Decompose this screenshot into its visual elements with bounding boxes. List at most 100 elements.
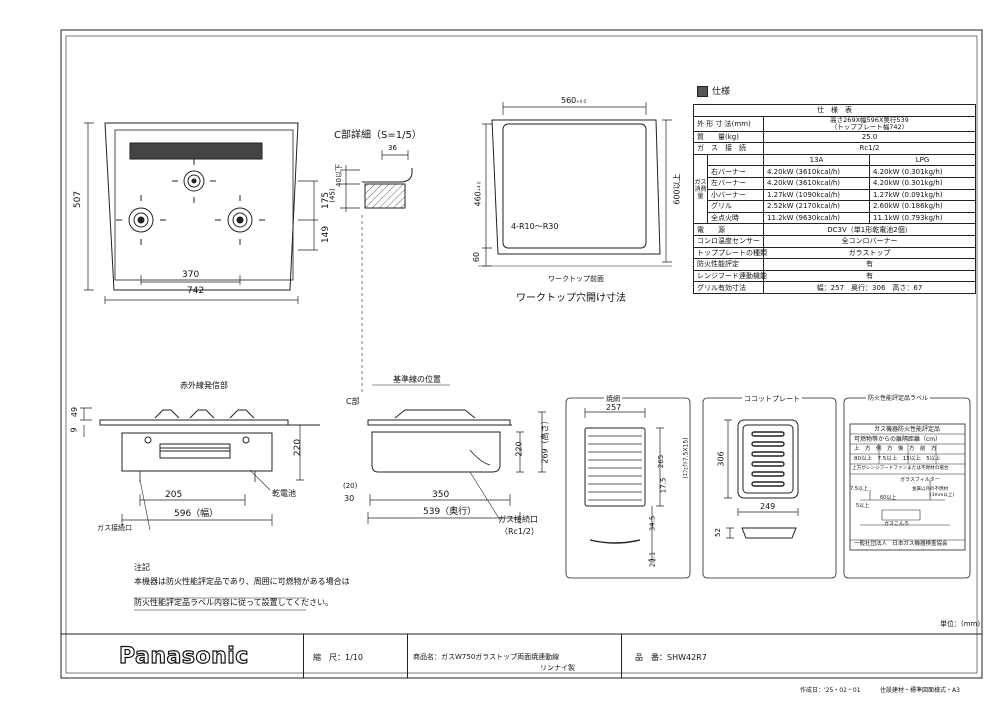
notes-line2: 防火性能評定品ラベル内容に従って設置してください。 [134,598,334,607]
spec-top-value: ガラストップ [763,246,976,260]
spec-table: 仕 様 表 外 形 寸 法(mm) 高さ269X幅596X奥行539（トッププレ… [693,104,976,294]
dim-269: 269（高さ） [540,416,550,464]
spec-top-label: トッププレートの種類 [693,246,767,260]
spec-fire-value: 有 [763,258,976,271]
dim-265: 265 [657,454,666,469]
dim-220-side: 220 [514,441,524,457]
spec-col-lpg: LPG [869,153,976,167]
spec-grill-label: グリル有効寸法 [693,281,764,294]
spec-hood-label: レンジフード連動機能 [693,269,767,283]
label-k4: ガスこんろ [884,521,910,527]
baseline-label: 基準線の位置 [393,375,441,384]
dim-507: 507 [73,190,84,209]
label-k3: 5以上 [856,503,870,509]
spec-fire-label: 防火性能評定 [693,258,764,271]
spec-power-label: 電 源 [693,223,764,236]
dim-149: 149 [321,225,332,244]
spec-size-label: 外 形 寸 法(mm) [693,115,764,132]
title-block-model: 品 番：SHW42R7 [621,634,982,678]
dim-370: 370 [182,270,200,280]
dim-60: 60 [472,251,482,263]
label-l5: 上方がレンジフードファンまたは不燃材の場合 [852,466,949,471]
cooktop-front-view [99,409,320,482]
label-metal2: (3mm以上) [930,493,955,498]
spec-bullet-icon [697,86,708,97]
label-l1: ガス機器防火性能評定品 [874,426,941,433]
spec-consumption-label: ガス消費量 [693,153,708,225]
ir-label: 赤外線発信部 [180,381,228,390]
burner-center [172,159,216,203]
maker-name: リンナイ製 [540,664,575,672]
title-block-product: 商品名：ガスW750ガラストップ両面焼連動線 リンナイ製 [407,634,622,678]
cutout-title: ワークトップ穴開け寸法 [516,293,626,304]
panasonic-logo: Panasonic [118,644,249,669]
label-filter: ガラスフィルター [900,477,940,483]
title-block-brand: Panasonic [61,634,304,678]
cutout-front-label: ワークトップ前面 [548,275,604,283]
label-k2: 60以上 [880,495,897,501]
spec-col-13a: 13A [763,153,870,167]
dim-600: 600以上 [672,173,682,205]
spec-gas-label: ガ ス 接 続 [693,142,764,155]
spec-header: 仕様 [697,86,730,97]
spec-weight-value: 25.0 [763,130,976,144]
sheet-border [60,29,983,679]
burner-left [116,195,166,245]
title-block-scale: 縮 尺：1/10 [303,634,408,678]
dim-539: 539（奥行） [423,507,477,517]
dim-175-net: 17.5 [659,477,668,494]
detail-title: C部詳細（S=1/5） [334,130,422,141]
dim-effect: (ｴﾌｪｸﾄ7.5X15) [682,437,690,479]
label-metal: 金属以外の不燃材 [912,487,948,492]
dim-45: (45) [328,188,337,203]
spec-hood-value: 有 [763,269,976,283]
dim-249: 249 [760,502,776,511]
model-number: 品 番：SHW42R7 [635,653,707,662]
dim-345: 34.5 [648,515,657,532]
label-l3: 上 方 側 方 後 方 前 方 [854,446,937,452]
c-part-label: C部 [346,397,360,406]
dim-201: 20.1 [648,551,657,568]
dim-9: 9 [69,427,79,433]
cutout-outline [491,119,661,255]
notes-title: 注記 [134,563,150,572]
dept-label: 住設建材・標準図面様式・A3 [880,687,960,694]
spec-power-value: DC3V（単1形乾電池2個） [763,223,976,236]
dim-596: 596（幅） [174,509,219,519]
dim-560: 560+4 0 [561,96,586,105]
unit-label: 単位：(mm) [940,620,981,628]
burner-right [215,195,265,245]
dim-30: 30 [344,494,355,503]
gas-inlet-label-front: ガス接続口 [97,524,132,532]
spec-title: 仕 様 表 [693,104,976,117]
date-label: 作成日：'25・02・01 [800,687,861,694]
label-panel-title: 防火性能評定品ラベル [866,395,931,402]
dim-257: 257 [606,403,622,412]
dim-205: 205 [165,490,183,500]
scale-label: 縮 尺：1/10 [313,653,363,662]
dim-350: 350 [432,490,450,500]
dim-460: 460+4 0 [473,181,483,207]
product-name: 商品名：ガスW750ガラストップ両面焼連動線 [413,653,560,661]
dim-52: 52 [713,528,722,537]
spec-sensor-value: 全コンロバーナー [763,234,976,248]
spec-gas-value: Rc1/2 [763,142,976,155]
grill-net-title: 焼網 [604,395,622,403]
dim-36: 36 [388,144,397,152]
cocotte-title: ココットプレート [742,395,802,403]
dim-40: 40以下 [334,164,343,187]
label-foot: 一般社団法人 日本ガス機器検査協会 [854,541,948,547]
cutout-radius: 4-R10～R30 [511,222,559,231]
cooktop-side-view [367,409,512,473]
dim-220-front: 220 [293,438,304,457]
battery-label: 乾電池 [272,489,296,498]
notes-line1: 本機器は防火性能評定品であり、周囲に可燃物がある場合は [134,577,350,586]
label-l4: 80以上 7.5以上 15以上 5以上 [854,456,941,462]
label-k1: 7.5以上 [850,486,868,492]
cooktop-top-view [104,122,299,291]
spec-sensor-label: コンロ温度センサー [693,234,764,248]
